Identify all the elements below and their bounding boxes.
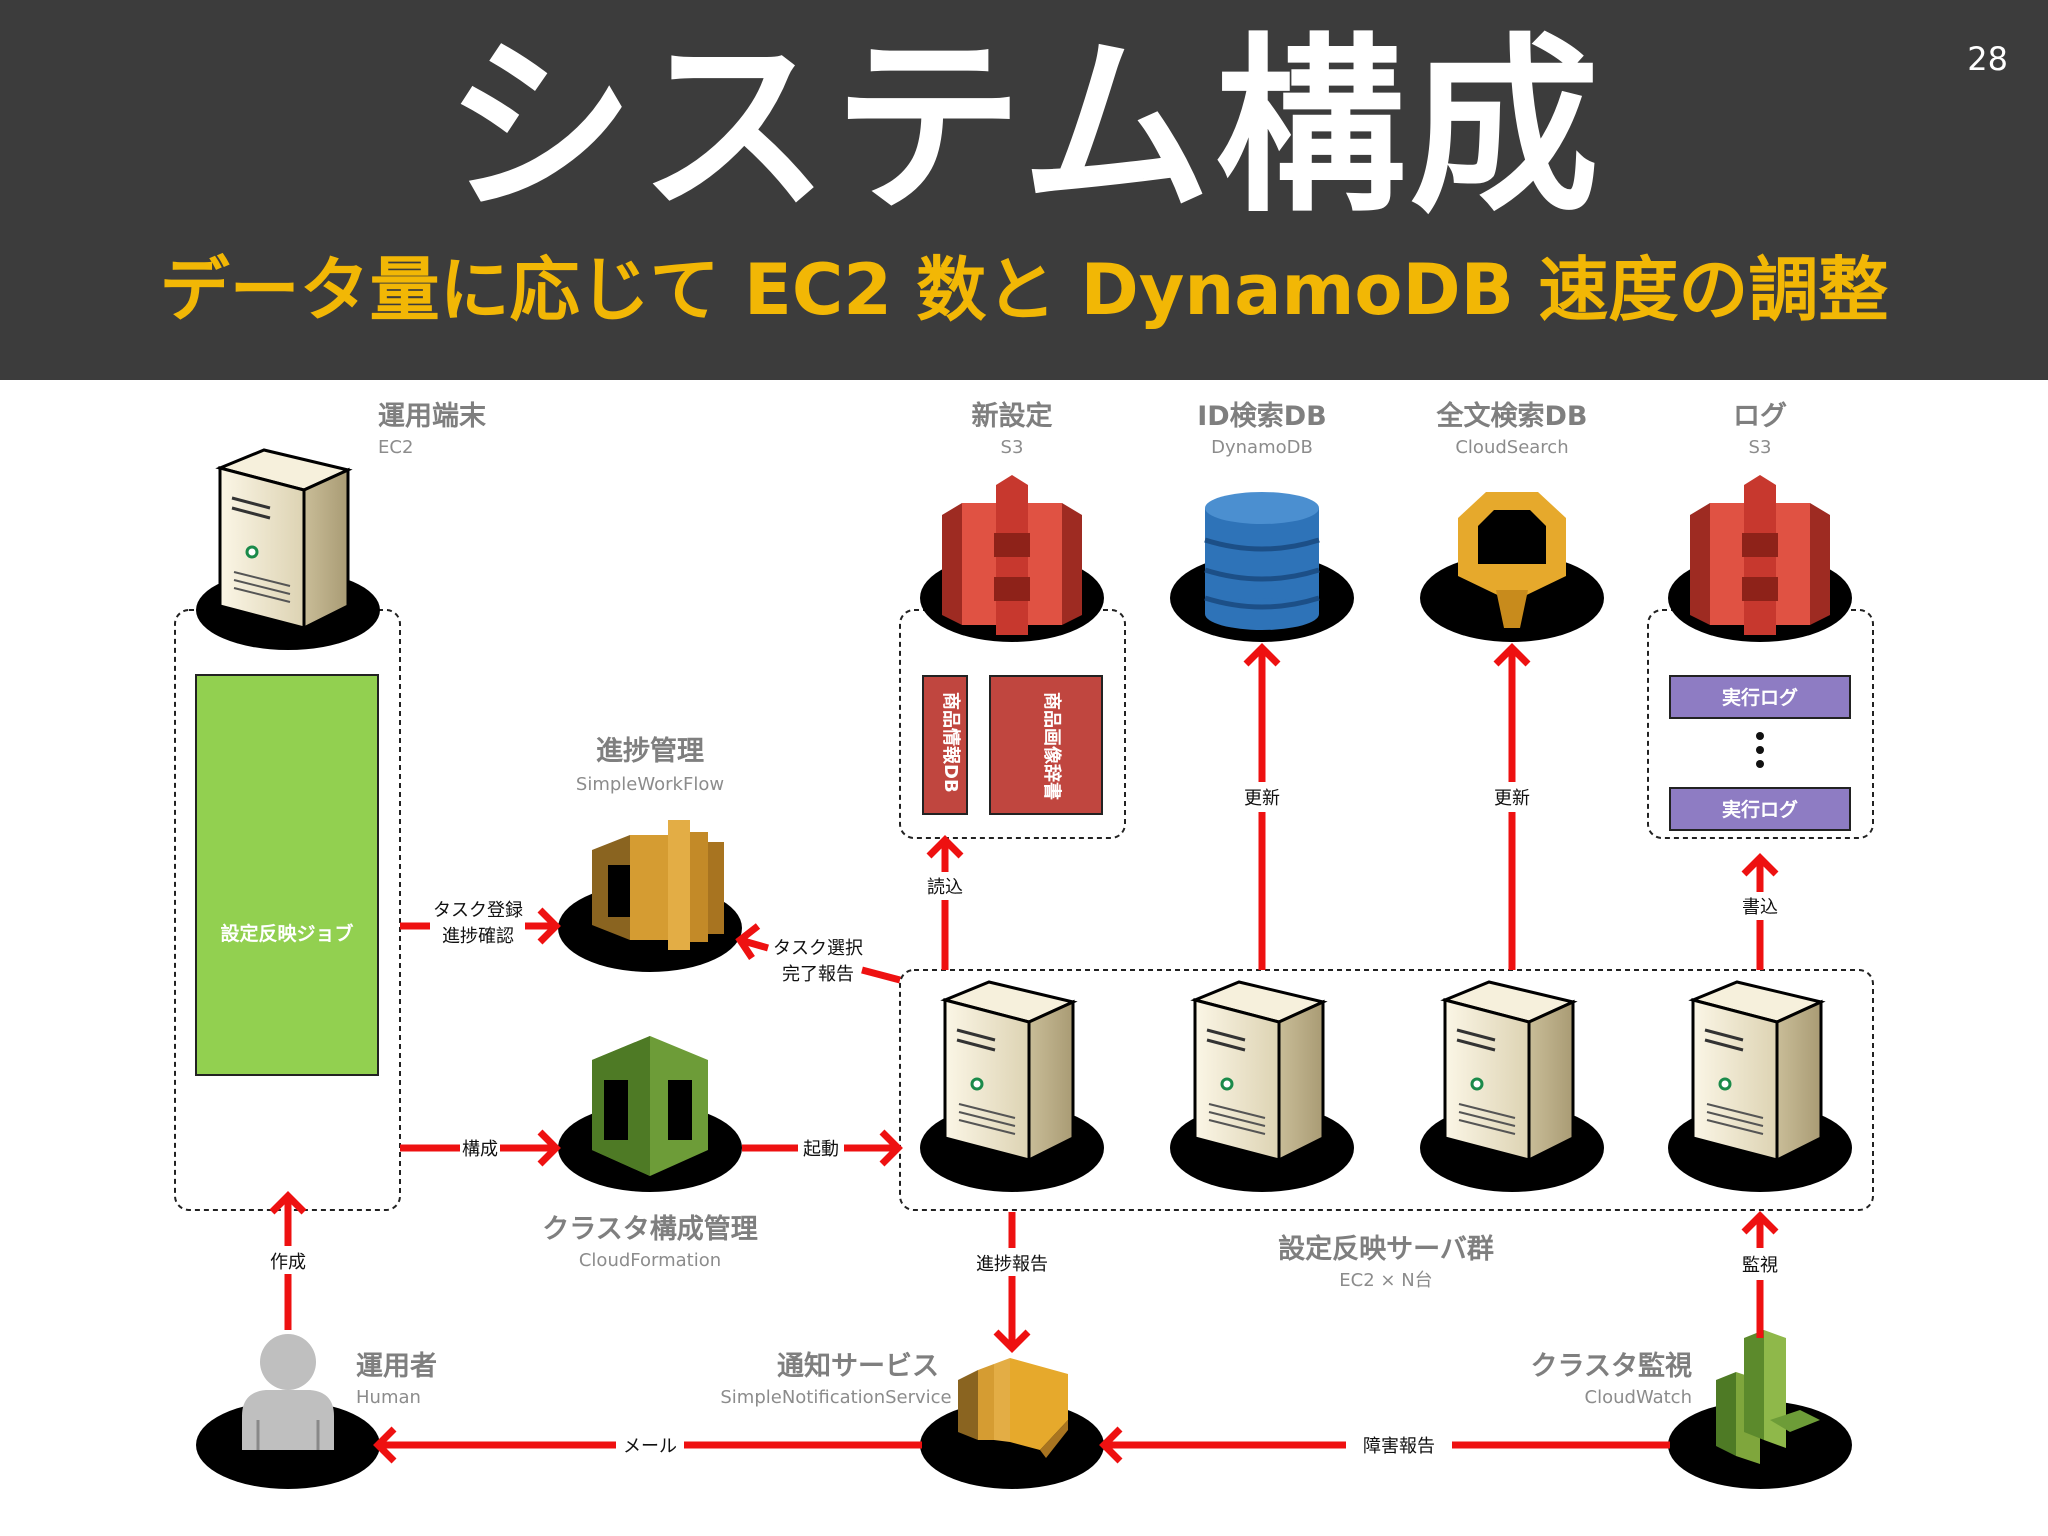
id-db-name: ID検索DB: [1197, 401, 1326, 432]
cloudwatch-icon: [1716, 1330, 1820, 1464]
cfn-sub: CloudFormation: [579, 1250, 721, 1271]
arrow-task-select-head: [735, 923, 761, 960]
server-group: [899, 969, 1874, 1211]
edge-label-create: 作成: [270, 1252, 306, 1273]
log-sub: S3: [1749, 437, 1772, 458]
dynamodb-icon: [1204, 492, 1320, 630]
swf-sub: SimpleWorkFlow: [576, 774, 724, 795]
exec-log-label-2: 実行ログ: [1722, 798, 1798, 821]
edge-label-write: 書込: [1742, 897, 1778, 918]
arrow-monitor-head: [1741, 1211, 1779, 1235]
product-info-db-label: 商品情報DB: [940, 692, 962, 793]
log-name: ログ: [1733, 400, 1787, 432]
arrow-update1-head: [1243, 643, 1281, 667]
cloudwatch-name: クラスタ監視: [1531, 1351, 1692, 1382]
cloudwatch-sub: CloudWatch: [1585, 1387, 1692, 1408]
swf-icon: [592, 820, 724, 950]
server-icon: [1691, 980, 1823, 1162]
sns-name: 通知サービス: [777, 1351, 939, 1382]
edge-label-failure-report: 障害報告: [1363, 1436, 1435, 1457]
fulltext-db-name: 全文検索DB: [1436, 400, 1588, 432]
arrow-configure-head: [537, 1129, 561, 1167]
ellipsis-dot: [1756, 732, 1764, 740]
ellipsis-dot: [1756, 760, 1764, 768]
s3-bucket-icon: [942, 475, 1082, 635]
arrow-create-head: [269, 1191, 307, 1215]
cfn-name: クラスタ構成管理: [542, 1214, 757, 1245]
arrow-mail-head: [373, 1426, 397, 1464]
arrow-launch-head: [879, 1129, 903, 1167]
server-icon: [1443, 980, 1575, 1162]
product-image-dict-label: 商品画像辞書: [1041, 692, 1063, 800]
exec-log-box-1: [1669, 675, 1851, 719]
exec-log-label-1: 実行ログ: [1722, 686, 1798, 709]
edge-label-update-1: 更新: [1244, 788, 1280, 809]
edge-label-progress-report: 進捗報告: [976, 1254, 1048, 1275]
ellipsis-dot: [1756, 746, 1764, 754]
cloudsearch-icon: [1458, 492, 1566, 628]
system-architecture-diagram: 運用端末 EC2 設定反映ジョブ 進捗管理 SimpleWorkFlow クラス…: [174, 400, 1874, 1489]
page-number: 28: [1967, 40, 2008, 78]
arrow-progress-head: [993, 1329, 1031, 1353]
edge-label-update-2: 更新: [1494, 788, 1530, 809]
new-settings-group: [899, 609, 1126, 839]
edge-label-monitor: 監視: [1742, 1255, 1778, 1276]
log-group: [1647, 609, 1874, 839]
fulltext-db-sub: CloudSearch: [1455, 437, 1568, 458]
ops-terminal-server-icon: [218, 448, 350, 630]
edge-label-mail: メール: [623, 1436, 677, 1457]
server-icon: [1193, 980, 1325, 1162]
exec-log-box-2: [1669, 787, 1851, 831]
edge-label-task-select-1: タスク選択: [773, 938, 863, 959]
title-banner: システム構成 データ量に応じて EC2 数と DynamoDB 速度の調整 28: [0, 0, 2048, 380]
arrow-update2-head: [1493, 643, 1531, 667]
server-group-name: 設定反映サーバ群: [1278, 1233, 1494, 1265]
edge-label-task-register-1: タスク登録: [433, 900, 523, 921]
edge-label-task-select-2: 完了報告: [782, 964, 854, 985]
arrow-task-select-line-a: [861, 966, 901, 984]
server-group-sub: EC2 × N台: [1339, 1270, 1432, 1291]
sns-sub: SimpleNotificationService: [720, 1387, 951, 1408]
job-label: 設定反映ジョブ: [220, 922, 353, 945]
product-info-db-box: [922, 675, 968, 815]
id-db-sub: DynamoDB: [1211, 437, 1313, 458]
s3-log-bucket-icon: [1690, 475, 1830, 635]
ops-terminal-name: 運用端末: [378, 401, 486, 432]
person-icon: [242, 1334, 334, 1450]
edge-label-task-register-2: 進捗確認: [442, 926, 514, 947]
product-image-dict-box: [989, 675, 1103, 815]
sns-icon: [958, 1358, 1068, 1458]
server-icon: [943, 980, 1075, 1162]
ops-terminal-sub: EC2: [378, 437, 413, 458]
edge-label-configure: 構成: [462, 1139, 498, 1160]
page-subtitle: データ量に応じて EC2 数と DynamoDB 速度の調整: [159, 249, 1889, 331]
swf-name: 進捗管理: [596, 736, 704, 767]
operator-name: 運用者: [356, 1351, 437, 1382]
arrow-read-head: [926, 835, 964, 859]
operator-sub: Human: [356, 1387, 421, 1408]
new-settings-name: 新設定: [972, 400, 1053, 432]
page-title: システム構成: [444, 17, 1604, 238]
job-box: [195, 674, 379, 1076]
edge-label-launch: 起動: [803, 1139, 839, 1160]
arrow-failure-head: [1099, 1426, 1123, 1464]
arrow-write-head: [1741, 853, 1779, 877]
cloudformation-icon: [592, 1036, 708, 1176]
edge-label-read: 読込: [927, 877, 963, 898]
new-settings-sub: S3: [1001, 437, 1024, 458]
arrow-task-register-head: [537, 907, 561, 945]
